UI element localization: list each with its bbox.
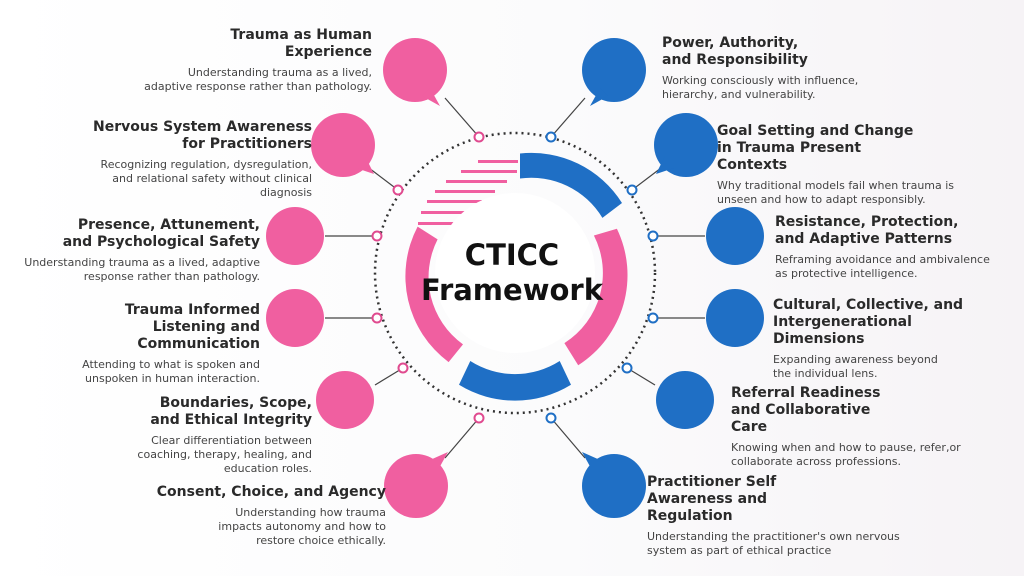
ring-segment-blue-bottom (459, 361, 571, 401)
topic-title: Practitioner Self Awareness and Regulati… (647, 474, 777, 524)
topic-description: Expanding awareness beyond the individua… (773, 353, 938, 380)
topic-presence-attunement: Presence, Attunement, and Psychological … (0, 217, 260, 284)
topic-title: Cultural, Collective, and Intergeneratio… (773, 297, 964, 347)
pin-12 (582, 454, 646, 518)
framework-title: CTICC Framework (400, 238, 624, 308)
topic-practitioner-self-awareness: Practitioner Self Awareness and Regulati… (647, 474, 947, 558)
pin-5 (316, 371, 374, 429)
topic-consent-choice: Consent, Choice, and Agency Understandin… (86, 484, 386, 548)
topic-nervous-system-awareness: Nervous System Awareness for Practitione… (12, 119, 312, 200)
pin-3 (266, 207, 324, 265)
topic-title: Referral Readiness and Collaborative Car… (731, 385, 881, 435)
topic-title: Goal Setting and Change in Trauma Presen… (717, 123, 914, 173)
pin-2 (311, 113, 375, 177)
topic-title: Resistance, Protection, and Adaptive Pat… (775, 214, 959, 247)
ring-segment-pink-right (564, 228, 628, 366)
topic-title: Trauma Informed Listening and Communicat… (124, 302, 260, 352)
topic-description: Attending to what is spoken and unspoken… (82, 358, 260, 385)
ring-segment-blue-top (520, 152, 622, 218)
topic-description: Recognizing regulation, dysregulation, a… (100, 158, 312, 199)
right-connectors (545, 38, 764, 518)
topic-power-authority: Power, Authority, and Responsibility Wor… (662, 35, 962, 102)
pin-1 (383, 38, 447, 102)
topic-description: Knowing when and how to pause, refer,or … (731, 441, 961, 468)
framework-title-line2: Framework (420, 273, 603, 307)
topic-title: Consent, Choice, and Agency (156, 484, 386, 500)
topic-description: Working consciously with influence, hier… (662, 74, 859, 101)
topic-boundaries-scope: Boundaries, Scope, and Ethical Integrity… (12, 395, 312, 476)
topic-goal-setting: Goal Setting and Change in Trauma Presen… (717, 123, 1017, 207)
topic-referral-readiness: Referral Readiness and Collaborative Car… (731, 385, 1024, 469)
topic-title: Nervous System Awareness for Practitione… (93, 119, 312, 152)
inner-ring (405, 152, 628, 401)
topic-description: Understanding trauma as a lived, adaptiv… (144, 66, 372, 93)
topic-resistance-protection: Resistance, Protection, and Adaptive Pat… (775, 214, 1024, 281)
topic-title: Presence, Attunement, and Psychological … (62, 217, 260, 250)
topic-title: Trauma as Human Experience (230, 27, 372, 60)
ring-segment-striped (418, 160, 518, 225)
topic-description: Why traditional models fail when trauma … (717, 179, 955, 206)
center-circle (435, 193, 595, 353)
framework-title-line1: CTICC (464, 238, 560, 272)
topic-description: Understanding trauma as a lived, adaptiv… (24, 256, 260, 283)
topic-description: Reframing avoidance and ambivalence as p… (775, 253, 990, 280)
pin-4 (266, 289, 324, 347)
dotted-ring (373, 131, 657, 415)
topic-trauma-informed-listening: Trauma Informed Listening and Communicat… (0, 302, 260, 386)
pin-11 (656, 371, 714, 429)
pin-8 (654, 113, 718, 177)
pin-7 (582, 38, 646, 102)
topic-description: Clear differentiation between coaching, … (137, 434, 312, 475)
topic-description: Understanding the practitioner's own ner… (647, 530, 900, 557)
topic-cultural-collective: Cultural, Collective, and Intergeneratio… (773, 297, 1024, 381)
topic-trauma-human-experience: Trauma as Human Experience Understanding… (72, 27, 372, 94)
left-connectors (266, 38, 485, 518)
pin-9 (706, 207, 764, 265)
pin-6 (384, 454, 448, 518)
pin-10 (706, 289, 764, 347)
topic-title: Boundaries, Scope, and Ethical Integrity (150, 395, 312, 428)
topic-title: Power, Authority, and Responsibility (662, 35, 808, 68)
ring-segment-pink-left (405, 226, 463, 363)
topic-description: Understanding how trauma impacts autonom… (218, 506, 386, 547)
